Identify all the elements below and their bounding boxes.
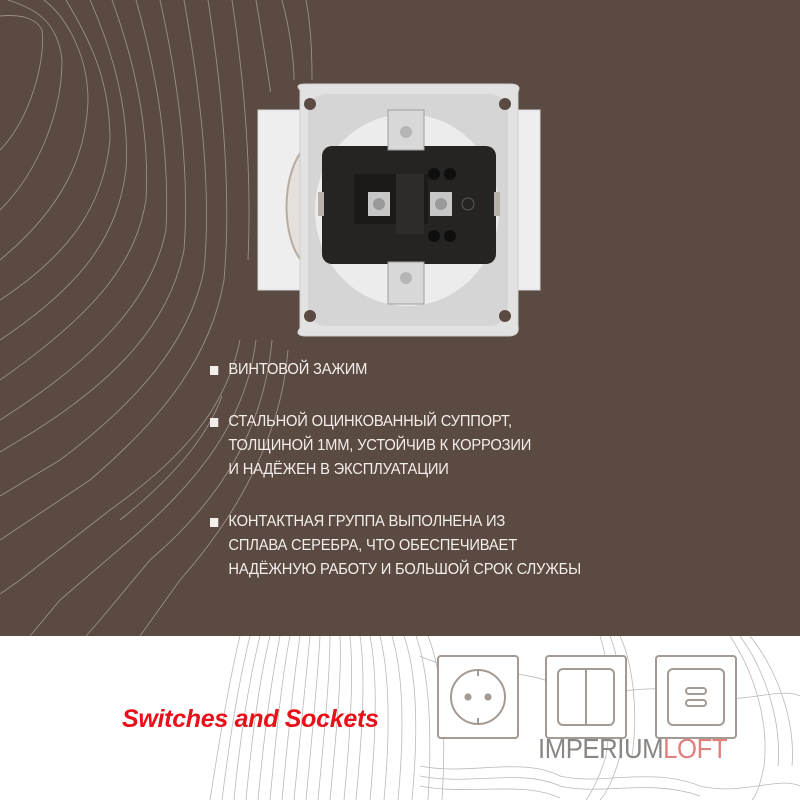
square-bullet-icon — [210, 366, 219, 375]
category-title: Switches and Sockets — [122, 705, 379, 733]
square-bullet-icon — [210, 418, 219, 427]
square-bullet-icon — [210, 518, 219, 527]
feature-item-screw-clamp: ВИНТОВОЙ ЗАЖИМ — [210, 358, 596, 382]
logo-loft-text: LOFT — [663, 733, 728, 764]
brand-logo: IMPERIUMLOFT — [538, 732, 728, 766]
feature-list: ВИНТОВОЙ ЗАЖИМ СТАЛЬНОЙ ОЦИНКОВАННЫЙ СУП… — [210, 358, 630, 610]
feature-item-steel-support: СТАЛЬНОЙ ОЦИНКОВАННЫЙ СУППОРТ, ТОЛЩИНОЙ … — [210, 410, 596, 482]
usb-charger-icon — [655, 655, 737, 739]
double-switch-icon — [545, 655, 627, 739]
hero-panel: ВИНТОВОЙ ЗАЖИМ СТАЛЬНОЙ ОЦИНКОВАННЫЙ СУП… — [0, 0, 800, 636]
socket-icon — [437, 655, 519, 739]
logo-imperium-text: IMPERIUM — [538, 733, 664, 764]
socket-mechanism-image — [257, 83, 541, 337]
contour-lines-decoration — [0, 0, 313, 636]
feature-item-silver-contacts: КОНТАКТНАЯ ГРУППА ВЫПОЛНЕНА ИЗ СПЛАВА СЕ… — [210, 510, 596, 582]
footer-panel — [0, 636, 800, 800]
